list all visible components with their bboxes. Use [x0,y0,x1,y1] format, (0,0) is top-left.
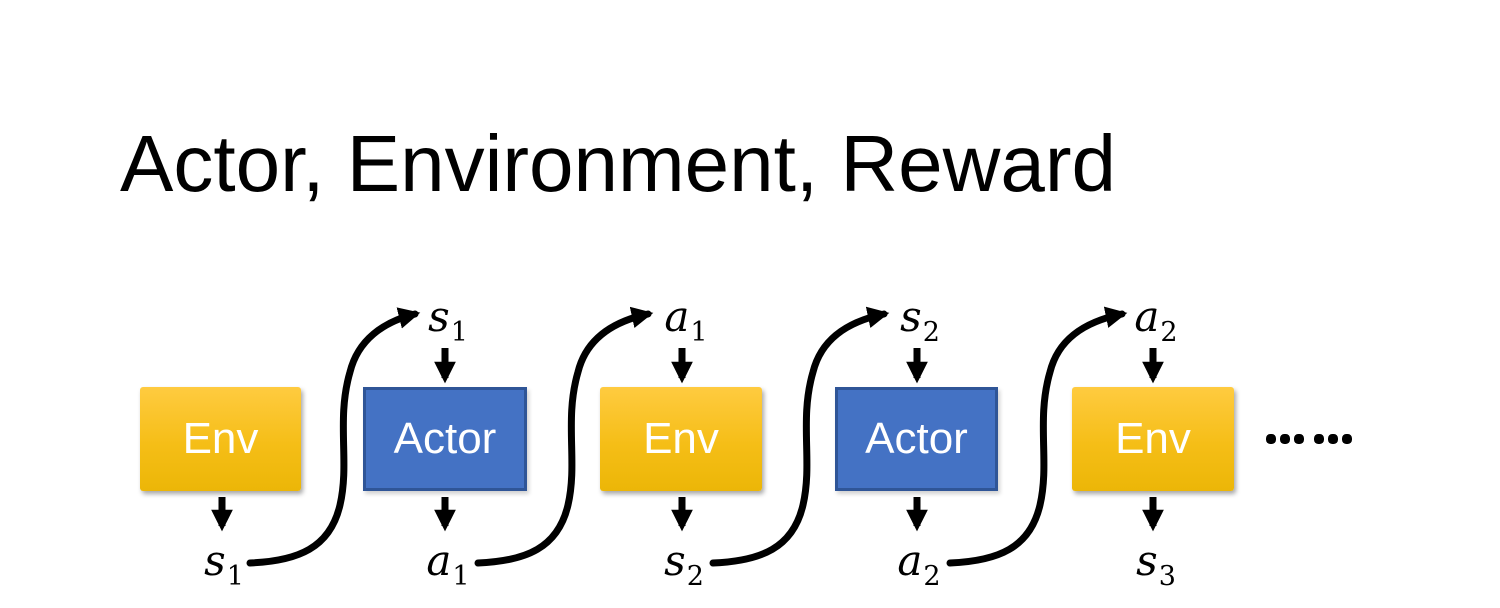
top-label-a2-sub: 2 [1160,317,1178,348]
env-box-2-label: Env [643,414,719,463]
bottom-label-s2: s2 [664,540,704,591]
bottom-label-s2-sub: 2 [686,561,704,592]
env-box-1-label: Env [182,414,259,463]
curve-arrow-s2 [709,306,890,567]
actor-box-2: Actor [835,387,998,491]
bottom-label-a1: a1 [426,540,469,591]
top-label-a1-sub: 1 [690,317,708,348]
bottom-label-s1: s1 [204,540,244,591]
bottom-label-s3: s3 [1136,540,1176,591]
ellipsis-dot [1280,434,1290,444]
top-label-a1: a1 [664,296,707,347]
top-label-s1-letter: s [428,292,450,341]
env-box-2: Env [600,387,762,491]
top-label-s1: s1 [428,296,468,347]
ellipsis-dot [1342,434,1352,444]
bottom-label-s1-letter: s [204,536,226,585]
bottom-label-a1-letter: a [426,536,452,585]
bottom-label-a1-sub: 1 [452,561,470,592]
top-label-a2: a2 [1134,296,1177,347]
top-label-s2: s2 [900,296,940,347]
top-label-s2-letter: s [900,292,922,341]
actor-box-2-label: Actor [865,414,968,463]
actor-box-1: Actor [363,387,527,491]
env-box-1: Env [140,387,301,491]
top-label-a2-letter: a [1134,292,1160,341]
bottom-label-s3-letter: s [1136,536,1158,585]
ellipsis-icon [1266,434,1356,444]
top-label-s1-sub: 1 [450,317,468,348]
bottom-label-a2-letter: a [897,536,923,585]
ellipsis-dot [1314,434,1324,444]
bottom-label-s2-letter: s [664,536,686,585]
ellipsis-dot [1266,434,1276,444]
bottom-label-s1-sub: 1 [226,561,244,592]
ellipsis-dot [1328,434,1338,444]
top-label-a1-letter: a [664,292,690,341]
curve-arrow-s1 [246,307,421,567]
env-box-3-label: Env [1115,414,1191,463]
env-box-3: Env [1072,387,1234,491]
slide-title: Actor, Environment, Reward [120,119,1116,208]
curve-arrow-a2 [946,306,1128,567]
actor-box-1-label: Actor [393,414,497,463]
bottom-label-s3-sub: 3 [1158,561,1176,592]
bottom-label-a2-sub: 2 [923,561,941,592]
ellipsis-dot [1294,434,1304,444]
curve-arrow-a1 [474,306,654,567]
top-label-s2-sub: 2 [922,317,940,348]
bottom-label-a2: a2 [897,540,940,591]
